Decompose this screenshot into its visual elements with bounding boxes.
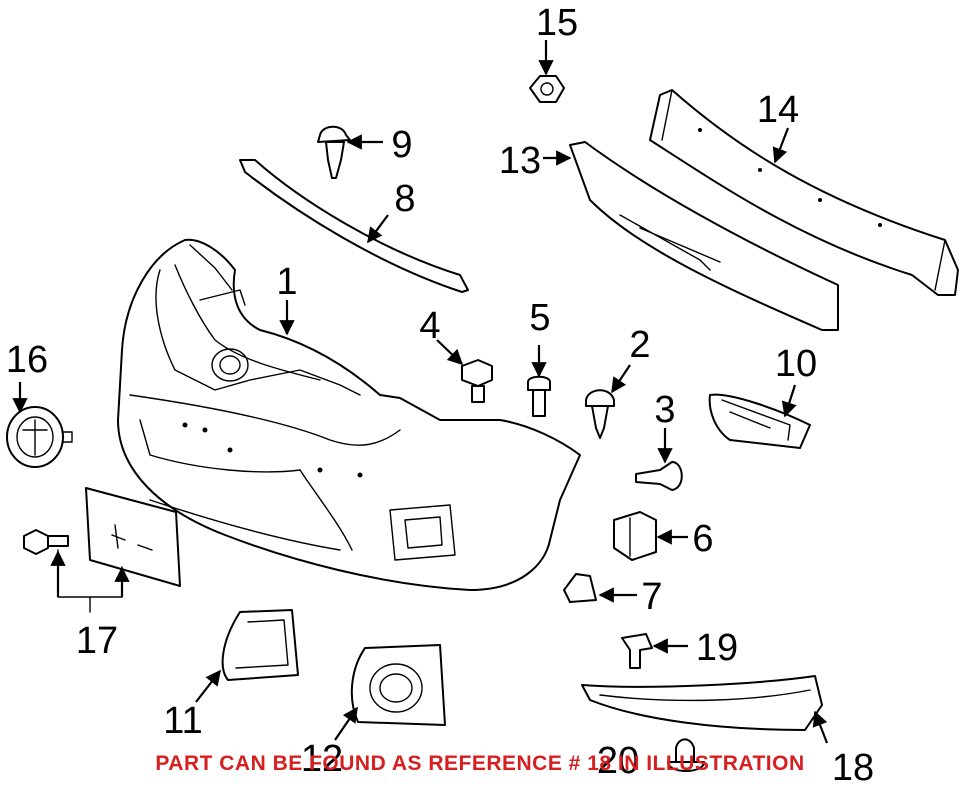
callout-5: 5 xyxy=(529,297,550,339)
side-fastener xyxy=(635,461,683,491)
fog-lamp-bezel-left xyxy=(221,609,299,681)
callout-13: 13 xyxy=(499,140,541,182)
fog-lamp-bezel-right xyxy=(350,644,446,726)
callout-18: 18 xyxy=(832,747,874,785)
clip-nut xyxy=(563,573,597,603)
push-clip xyxy=(317,125,351,179)
side-bracket xyxy=(708,393,811,449)
push-pin xyxy=(667,738,705,772)
lower-spoiler xyxy=(581,675,823,731)
callout-3: 3 xyxy=(654,389,675,431)
callout-1: 1 xyxy=(276,261,297,303)
spoiler-clip xyxy=(621,633,653,669)
screw xyxy=(527,375,551,417)
callout-19: 19 xyxy=(696,627,738,669)
callout-20: 20 xyxy=(597,740,639,782)
reference-notice: PART CAN BE FOUND AS REFERENCE # 18 IN I… xyxy=(155,752,805,775)
callout-4: 4 xyxy=(419,305,440,347)
license-plate-bracket xyxy=(85,487,181,587)
callout-6: 6 xyxy=(692,518,713,560)
callout-10: 10 xyxy=(775,343,817,385)
license-bolt xyxy=(23,529,69,555)
callout-12: 12 xyxy=(301,738,343,780)
callout-8: 8 xyxy=(394,178,415,220)
retainer-clip xyxy=(585,389,615,439)
callout-11: 11 xyxy=(163,700,202,742)
callout-7: 7 xyxy=(641,576,662,618)
energy-absorber xyxy=(569,141,839,331)
callout-16: 16 xyxy=(6,339,48,381)
callout-14: 14 xyxy=(757,89,799,131)
bumper-cover xyxy=(117,238,581,591)
emblem xyxy=(6,406,73,468)
hex-nut xyxy=(529,75,565,103)
upper-seal-strip xyxy=(239,159,469,293)
leader-arrows xyxy=(12,40,829,744)
reinforcement-beam xyxy=(649,89,959,296)
flange-bolt xyxy=(461,359,493,403)
callout-9: 9 xyxy=(391,124,412,166)
callout-15: 15 xyxy=(536,2,578,44)
callout-2: 2 xyxy=(629,324,650,366)
callout-17: 17 xyxy=(76,620,118,662)
bumper-retainer xyxy=(613,511,657,561)
